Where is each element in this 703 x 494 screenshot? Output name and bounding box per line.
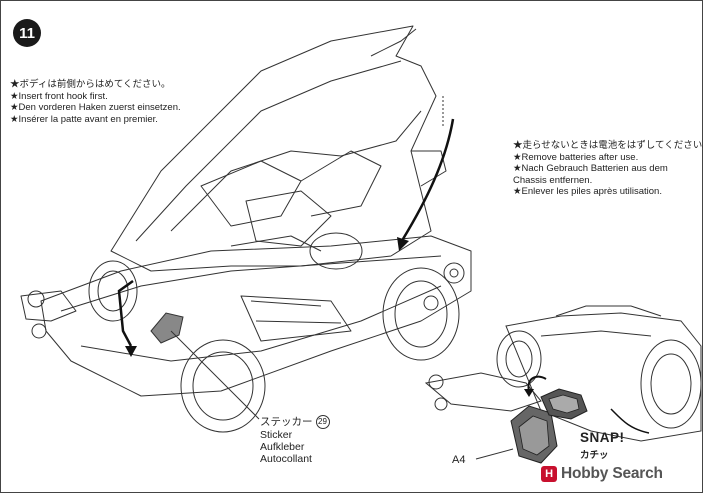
chassis-outline xyxy=(40,235,472,397)
snap-label-en: SNAP! xyxy=(580,430,625,445)
sticker-label-en: Sticker xyxy=(260,429,293,441)
battery-note-ja: ★走らせないときは電池をはずしてください。 xyxy=(513,140,703,151)
rear-hook-arrow xyxy=(401,118,455,240)
front-hook-note-ja: ★ボディは前側からはめてください。 xyxy=(10,79,171,90)
sticker-number: 29 xyxy=(315,415,330,429)
watermark-logo-icon: H xyxy=(541,466,557,482)
part-a4-cover xyxy=(510,405,558,464)
battery-note-en: ★Remove batteries after use. xyxy=(513,151,639,163)
snap-label-ja: カチッ xyxy=(580,450,609,461)
sticker-label-de: Aufkleber xyxy=(260,441,305,453)
step-number-badge: 11 xyxy=(13,19,41,47)
watermark-text: Hobby Search xyxy=(561,465,663,482)
part-a4-label: A4 xyxy=(452,454,466,466)
battery-note: ★走らせないときは電池をはずしてください。 ★Remove batteries … xyxy=(513,140,703,198)
front-hook-note: ★ボディは前側からはめてください。 ★Insert front hook fir… xyxy=(10,79,181,125)
front-hook-arrow xyxy=(117,279,134,347)
snap-clip-part xyxy=(540,388,588,420)
sticker-label-fr: Autocollant xyxy=(260,453,312,465)
battery-detail-inset xyxy=(424,305,702,442)
rear-right-wheel xyxy=(180,339,266,433)
rear-left-roller-arm xyxy=(20,290,77,322)
snap-label: SNAP! カチッ xyxy=(580,430,625,461)
rear-left-wheel xyxy=(88,260,138,322)
body-shell xyxy=(110,25,437,272)
watermark: H Hobby Search xyxy=(541,465,663,483)
front-hook-note-fr: ★Insérer la patte avant en premier. xyxy=(10,113,158,125)
battery-note-fr: ★Enlever les piles après utilisation. xyxy=(513,186,662,197)
battery-note-de-1: ★Nach Gebrauch Batterien aus dem xyxy=(513,163,668,174)
front-right-wheel xyxy=(382,267,460,361)
front-left-wheel xyxy=(309,232,363,270)
front-hook-note-en: ★Insert front hook first. xyxy=(10,90,108,102)
battery-note-de-2: Chassis entfernen. xyxy=(513,174,593,186)
front-hook-note-de: ★Den vorderen Haken zuerst einsetzen. xyxy=(10,102,181,113)
snap-arrow xyxy=(527,375,547,392)
